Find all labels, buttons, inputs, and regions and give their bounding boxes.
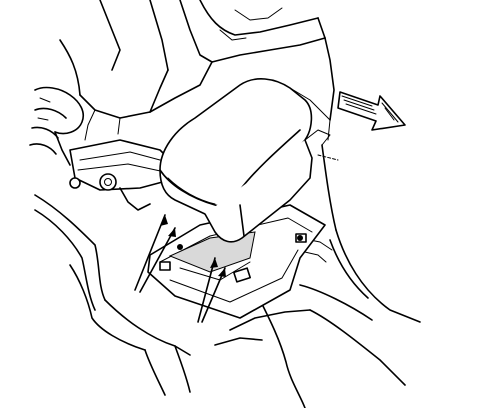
connector-pin-icon (297, 235, 303, 241)
mounting-bracket (69, 139, 176, 211)
bolt-icon (99, 173, 117, 191)
vehicle-body-structure (59, 0, 335, 141)
callout-leaders (134, 214, 226, 323)
floor-panel (34, 194, 406, 408)
module-cover (159, 78, 339, 243)
connector-pin-icon (177, 244, 183, 250)
fastener-icon (69, 177, 81, 189)
forward-arrow-icon (337, 91, 406, 131)
side-trim (295, 144, 421, 323)
technician-hand (29, 86, 85, 166)
